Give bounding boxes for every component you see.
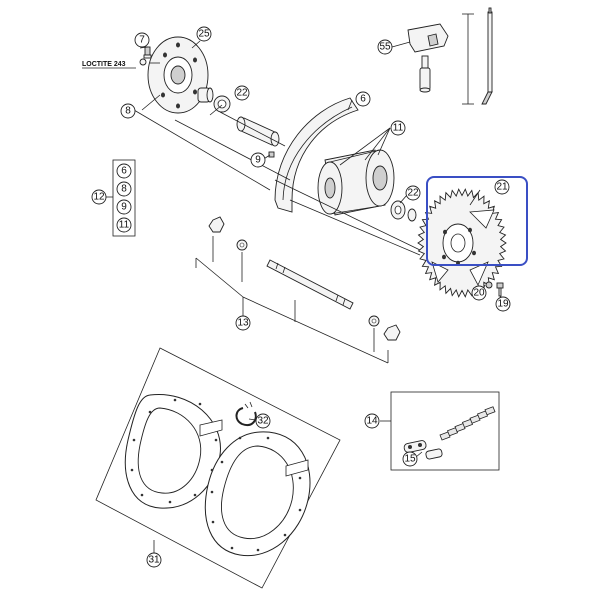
callout-14: 14 [364, 413, 380, 429]
callout-7: 7 [134, 32, 150, 48]
callout-22-top: 22 [234, 85, 250, 101]
tire-valve [407, 23, 449, 93]
drive-chain [439, 406, 496, 441]
bearing-right [390, 200, 417, 222]
callout-13: 13 [235, 315, 251, 331]
callout-15: 15 [402, 451, 418, 467]
callout-22-top-label: 22 [236, 88, 248, 99]
chain-frame [380, 391, 500, 471]
spoke-tool [462, 7, 493, 105]
sprocket-nut [485, 281, 493, 289]
loctite-label: LOCTITE 243 [82, 61, 126, 68]
group-item-6: 6 [116, 163, 132, 179]
disc-bolt [143, 46, 152, 59]
gasket-frame [95, 347, 341, 589]
wheel-rim [274, 97, 359, 213]
callout-11-label: 11 [393, 123, 404, 134]
chain-link-master [403, 440, 443, 460]
callout-11: 11 [390, 120, 406, 136]
callout-19-label: 19 [497, 299, 509, 310]
circlip-leader [248, 418, 257, 421]
group-item-8-label: 8 [121, 184, 127, 195]
callout-12-label: 12 [93, 192, 105, 203]
callout-15-label: 15 [404, 454, 416, 465]
callout-7-label: 7 [139, 35, 145, 46]
wheel-hub [317, 149, 395, 216]
spacer-top [197, 87, 214, 103]
callout-19: 19 [495, 296, 511, 312]
gasket-holes [130, 398, 302, 552]
group-item-8: 8 [116, 181, 132, 197]
callout-9-label: 9 [255, 155, 261, 166]
leader-lines [106, 40, 504, 364]
sprocket-bolt [496, 282, 504, 297]
small-screw [268, 151, 275, 158]
callout-55-label: 55 [379, 42, 391, 53]
callout-32-label: 32 [257, 416, 269, 427]
group-item-9: 9 [116, 199, 132, 215]
callout-20: 20 [471, 285, 487, 301]
callout-25: 25 [196, 26, 212, 42]
callout-13-label: 13 [237, 318, 249, 329]
master-link-leader [415, 451, 423, 458]
callout-14-label: 14 [366, 416, 378, 427]
group-item-6-label: 6 [121, 166, 127, 177]
group-item-11-label: 11 [119, 220, 130, 231]
callout-6-label: 6 [360, 94, 366, 105]
callout-32: 32 [255, 413, 271, 429]
callout-31: 31 [146, 552, 162, 568]
callout-22-right: 22 [405, 185, 421, 201]
callout-21-label: 21 [496, 182, 508, 193]
axle-assembly [208, 216, 401, 341]
highlight-frame [426, 176, 528, 266]
bolt-washer [139, 58, 147, 66]
gasket-left [124, 393, 223, 509]
callout-21: 21 [494, 179, 510, 195]
gasket-right [204, 431, 311, 557]
callout-12: 12 [91, 189, 107, 205]
brake-disc [147, 36, 209, 114]
callout-6: 6 [355, 91, 371, 107]
callout-31-label: 31 [148, 555, 160, 566]
group-item-9-label: 9 [121, 202, 127, 213]
group-item-11: 11 [116, 217, 132, 233]
part-group-box [112, 159, 136, 237]
callout-8-label: 8 [125, 106, 131, 117]
circlip [235, 401, 257, 426]
callout-25-label: 25 [198, 29, 210, 40]
callout-8: 8 [120, 103, 136, 119]
sprocket [417, 188, 507, 298]
callout-22-right-label: 22 [407, 188, 419, 199]
callout-9: 9 [250, 152, 266, 168]
callout-55: 55 [377, 39, 393, 55]
callout-20-label: 20 [473, 288, 485, 299]
